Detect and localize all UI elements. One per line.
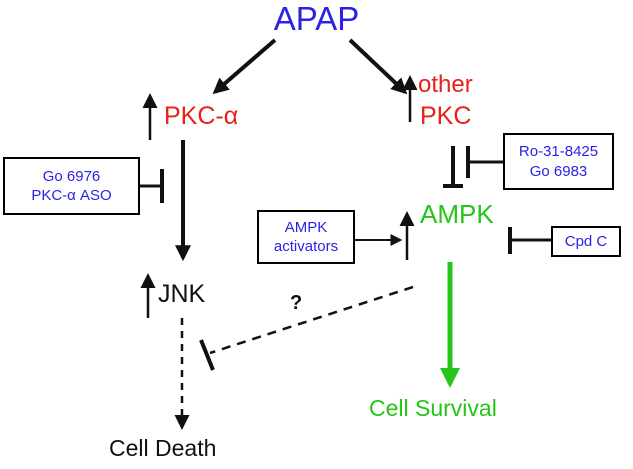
- ampk-activators-box: AMPK activators: [257, 210, 355, 264]
- cell-death-node: Cell Death: [109, 435, 217, 461]
- ampk-activators-line2: activators: [273, 238, 339, 255]
- go6976-inhibitor-box: Go 6976 PKC-α ASO: [3, 157, 140, 215]
- cpd-c-box: Cpd C: [551, 226, 621, 257]
- cell-survival-node: Cell Survival: [369, 395, 497, 421]
- go6976-label: Go 6976: [42, 167, 101, 185]
- question-mark: ?: [290, 292, 303, 314]
- arrow-apap-to-pkc-alpha: [212, 38, 277, 95]
- go6983-label: Go 6983: [529, 162, 588, 180]
- apap-node: APAP: [273, 0, 360, 37]
- ro-inhibitor-box: Ro-31-8425 Go 6983: [503, 133, 614, 190]
- jnk-node: JNK: [158, 280, 206, 308]
- pkc-alpha-aso-label: PKC-α ASO: [31, 187, 112, 204]
- cpd-c-label: Cpd C: [564, 232, 608, 250]
- ampk-node: AMPK: [420, 199, 494, 229]
- dashed-inhibit-bar: [199, 339, 215, 371]
- other-pkc-node: PKC: [420, 102, 472, 130]
- pkc-alpha-node: PKC-α: [164, 102, 239, 130]
- arrow-apap-to-other-pkc: [348, 38, 408, 95]
- other-label: other: [418, 71, 473, 98]
- ampk-activators-line1: AMPK: [284, 218, 328, 236]
- ro-31-8425-label: Ro-31-8425: [518, 143, 599, 160]
- dashed-inhibit-line-ampk: [209, 285, 414, 355]
